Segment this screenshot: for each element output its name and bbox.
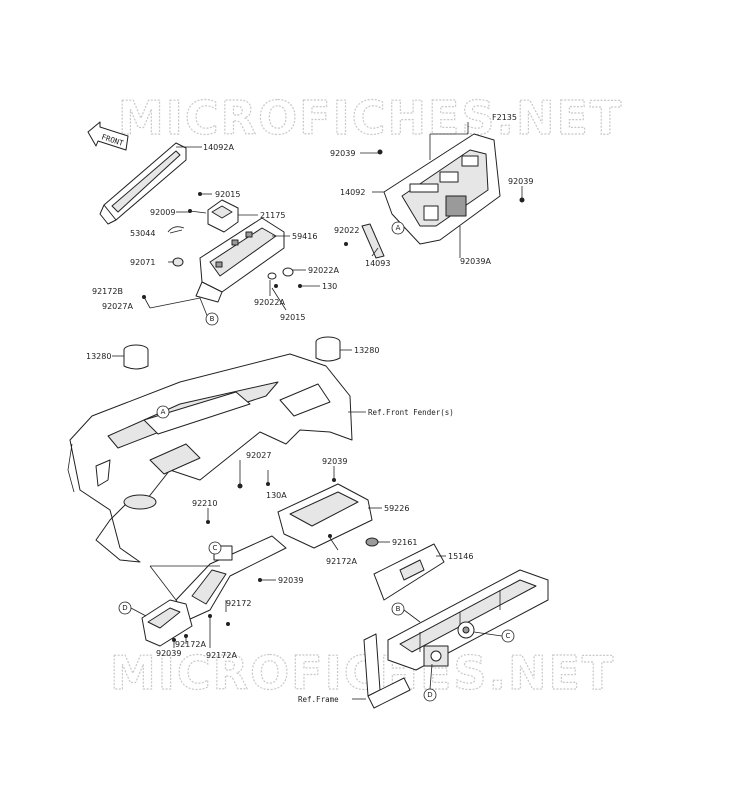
washer-92022A bbox=[267, 267, 294, 280]
label-92027: 92027 bbox=[246, 451, 271, 460]
label-92172A-center: 92172A bbox=[326, 557, 357, 566]
lower-left-panel bbox=[141, 599, 193, 647]
label-92015-bottom: 92015 bbox=[280, 313, 305, 322]
label-53044: 53044 bbox=[130, 229, 155, 238]
label-92039A: 92039A bbox=[460, 257, 491, 266]
label-92172A-bottom: 92172A bbox=[206, 651, 237, 660]
callout-b-upper: B bbox=[205, 312, 219, 326]
label-13280-right: 13280 bbox=[354, 346, 379, 355]
grommet-92161 bbox=[365, 537, 379, 547]
label-130A: 130A bbox=[266, 491, 287, 500]
label-92022A-lower: 92022A bbox=[254, 298, 285, 307]
svg-text:A: A bbox=[396, 224, 401, 232]
svg-text:B: B bbox=[210, 315, 215, 323]
label-ref-frame: Ref.Frame bbox=[298, 695, 339, 704]
callout-c-frame: C bbox=[501, 629, 515, 643]
instrument-panel-part bbox=[383, 133, 501, 245]
label-130: 130 bbox=[322, 282, 337, 291]
svg-text:A: A bbox=[161, 408, 166, 416]
label-92039-upper-left: 92039 bbox=[330, 149, 355, 158]
label-92022A-right: 92022A bbox=[308, 266, 339, 275]
switch-block-part bbox=[207, 199, 239, 233]
lower-cover-59226 bbox=[277, 483, 373, 549]
side-trim-14093 bbox=[361, 223, 385, 259]
meter-cover-part bbox=[99, 142, 187, 225]
wire-clip-part bbox=[167, 226, 185, 233]
label-92039-bottom: 92039 bbox=[156, 649, 181, 658]
callout-a-upper: A bbox=[391, 221, 405, 235]
glove-box-lid-15146 bbox=[373, 543, 445, 601]
label-92022: 92022 bbox=[334, 226, 359, 235]
cup-holder-left bbox=[123, 344, 149, 370]
label-92172B: 92172B bbox=[92, 287, 123, 296]
label-15146: 15146 bbox=[448, 552, 473, 561]
label-92172A-left: 92172A bbox=[175, 640, 206, 649]
cup-holder-right bbox=[315, 336, 341, 362]
svg-text:B: B bbox=[396, 605, 401, 613]
label-59226: 59226 bbox=[384, 504, 409, 513]
label-92210: 92210 bbox=[192, 499, 217, 508]
label-92015-top: 92015 bbox=[215, 190, 240, 199]
callout-c-left: C bbox=[208, 541, 222, 555]
frame-part bbox=[363, 569, 549, 709]
label-92039-upper-right: 92039 bbox=[508, 177, 533, 186]
dashboard-part bbox=[67, 353, 353, 563]
bolt-92009 bbox=[188, 209, 207, 214]
front-arrow-icon: FRONT bbox=[87, 121, 129, 151]
label-92027A: 92027A bbox=[102, 302, 133, 311]
label-14092: 14092 bbox=[340, 188, 365, 197]
label-92071: 92071 bbox=[130, 258, 155, 267]
callout-d-left: D bbox=[118, 601, 132, 615]
label-92161: 92161 bbox=[392, 538, 417, 547]
label-92039-lower: 92039 bbox=[278, 576, 303, 585]
callout-b-frame: B bbox=[391, 602, 405, 616]
label-F2135: F2135 bbox=[492, 113, 517, 122]
callout-d-frame: D bbox=[423, 688, 437, 702]
label-92009: 92009 bbox=[150, 208, 175, 217]
label-92039-center: 92039 bbox=[322, 457, 347, 466]
grommet-part bbox=[172, 257, 184, 267]
meter-unit-part bbox=[195, 217, 285, 303]
svg-text:D: D bbox=[427, 691, 432, 699]
watermark-top: MICROFICHES.NET bbox=[118, 91, 623, 145]
label-13280-left: 13280 bbox=[86, 352, 111, 361]
svg-text:C: C bbox=[506, 632, 511, 640]
svg-text:C: C bbox=[213, 544, 218, 552]
watermark-bottom: MICROFICHES.NET bbox=[110, 646, 615, 700]
label-21175: 21175 bbox=[260, 211, 285, 220]
callout-a-dash: A bbox=[156, 405, 170, 419]
label-14092A: 14092A bbox=[203, 143, 234, 152]
label-59416: 59416 bbox=[292, 232, 317, 241]
label-14093: 14093 bbox=[365, 259, 390, 268]
label-ref-front-fender: Ref.Front Fender(s) bbox=[368, 408, 454, 417]
label-92172: 92172 bbox=[226, 599, 251, 608]
svg-text:D: D bbox=[122, 604, 127, 612]
